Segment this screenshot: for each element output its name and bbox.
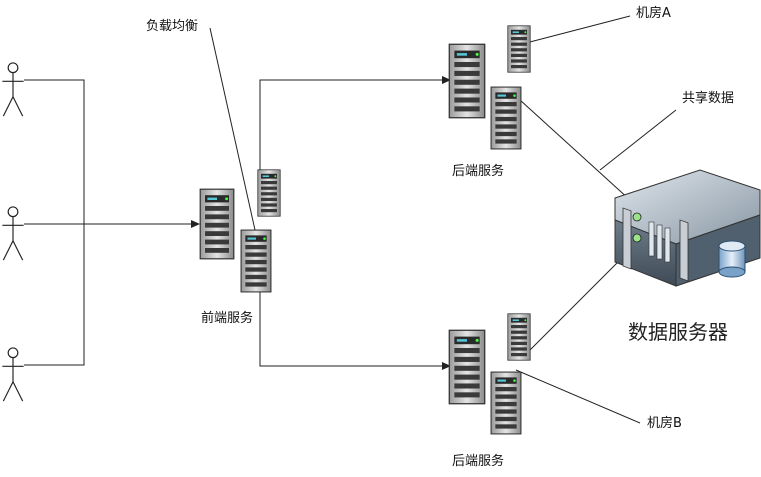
tower-server-icon xyxy=(490,371,522,435)
frontend-to-backend-a-line xyxy=(259,79,446,170)
room-a-pointer xyxy=(525,15,631,44)
tower-server-icon xyxy=(199,188,235,260)
arrowhead xyxy=(191,220,200,228)
room-b-label: 机房B xyxy=(647,416,682,431)
arrowhead xyxy=(442,362,451,370)
backend-a-to-db-line xyxy=(519,99,631,201)
load-balancer-label: 负载均衡 xyxy=(146,19,199,34)
shared-data-label: 共享数据 xyxy=(682,91,735,106)
tower-server-icon xyxy=(507,313,531,361)
tower-server-icon xyxy=(240,229,272,293)
frontend-to-backend-b-line xyxy=(259,290,446,367)
user-actor-icon xyxy=(1,62,25,117)
tower-server-icon xyxy=(490,86,522,150)
back-service-bottom-label: 后端服务 xyxy=(452,454,505,469)
rack-database-server-icon xyxy=(614,169,761,287)
shared-data-pointer xyxy=(599,109,677,171)
front-service-label: 前端服务 xyxy=(201,311,254,326)
user-bus-line xyxy=(24,79,85,366)
room-b-pointer xyxy=(515,369,641,424)
tower-server-icon xyxy=(448,43,486,119)
tower-server-icon xyxy=(507,25,531,73)
arrowhead xyxy=(442,76,451,84)
tower-server-icon xyxy=(257,169,281,217)
room-a-label: 机房A xyxy=(636,6,671,21)
user-actor-icon xyxy=(1,347,25,402)
user-actor-icon xyxy=(1,206,25,261)
back-service-top-label: 后端服务 xyxy=(452,164,505,179)
connections xyxy=(24,15,677,424)
tower-server-icon xyxy=(448,329,486,405)
load-balancer-pointer xyxy=(209,27,256,231)
data-server-label: 数据服务器 xyxy=(628,320,728,344)
